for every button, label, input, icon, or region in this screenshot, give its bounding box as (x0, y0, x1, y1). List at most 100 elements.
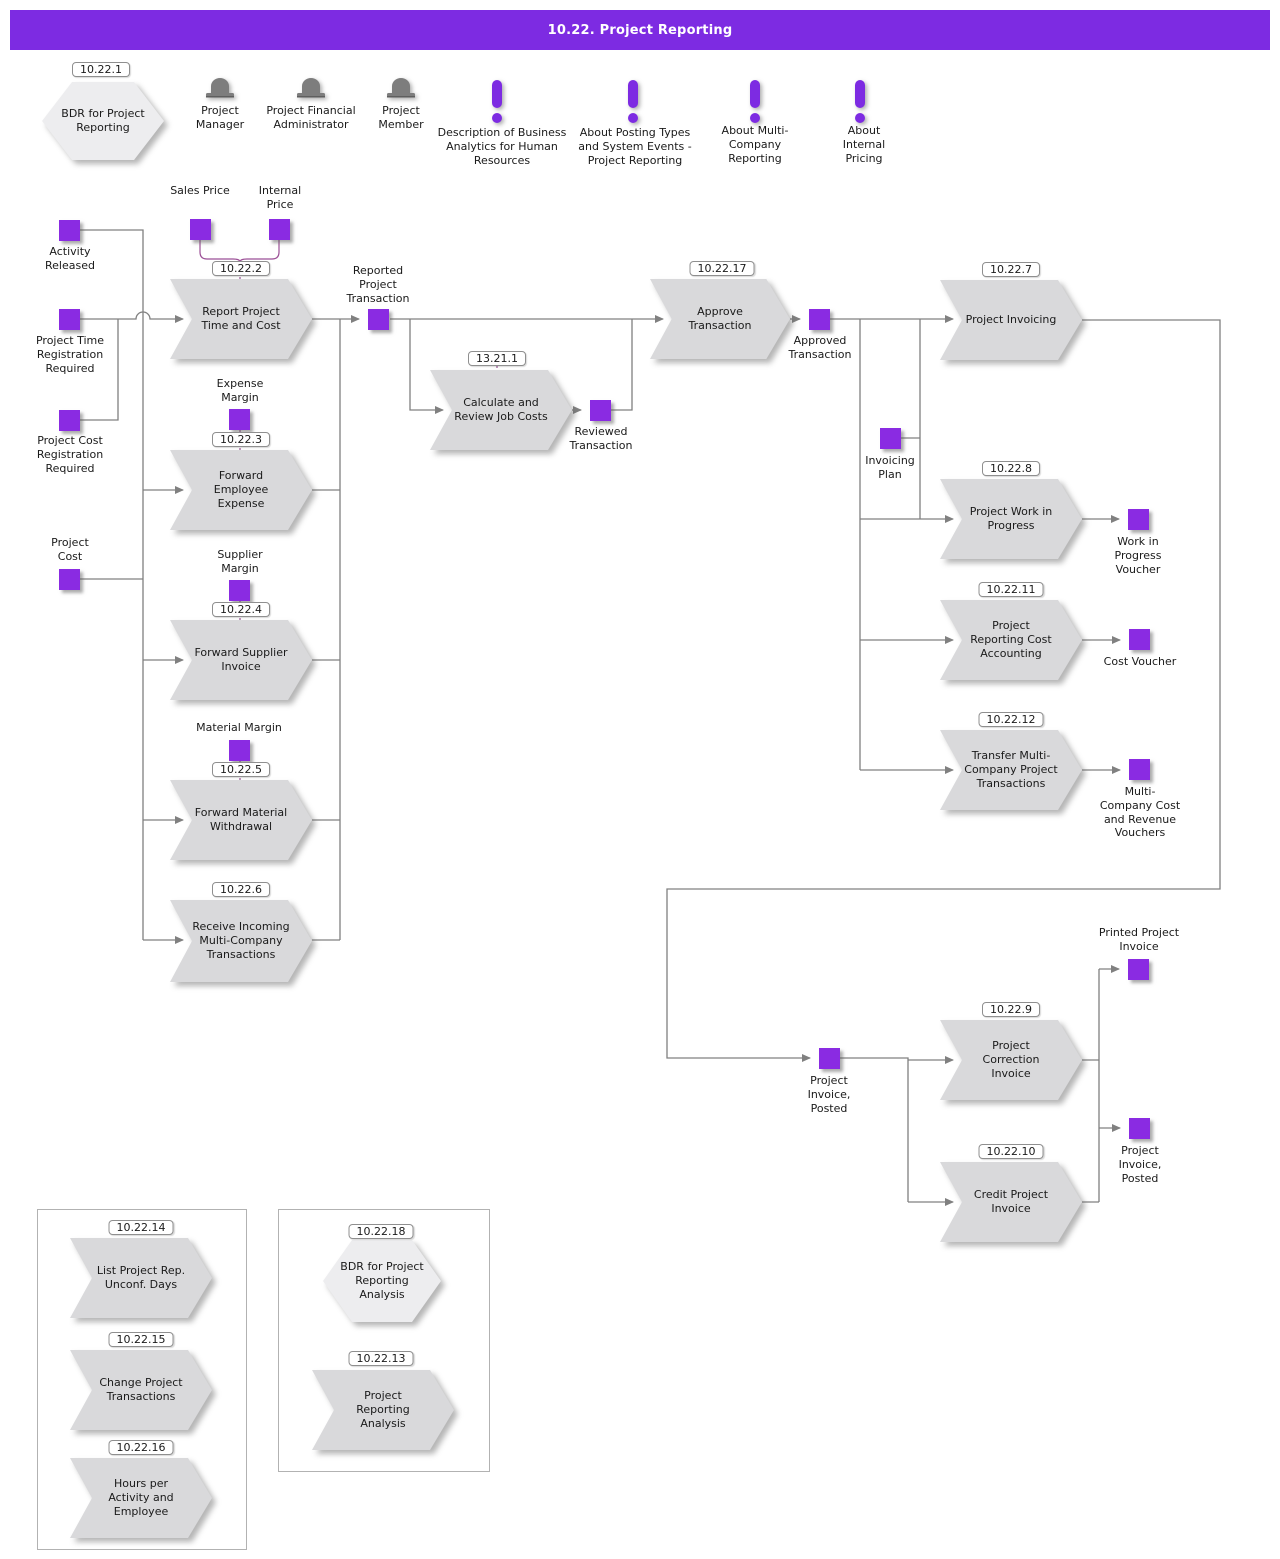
event-label: Printed Project Invoice (1098, 926, 1180, 953)
info-note-label[interactable]: Description of Business Analytics for Hu… (437, 126, 567, 167)
process-approve-transaction[interactable]: Approve Transaction (650, 279, 790, 359)
actor-label: Project Financial Administrator (266, 104, 356, 131)
ref-tag-10-22-17: 10.22.17 (689, 261, 755, 276)
event-expense-margin[interactable] (229, 409, 250, 430)
actor-project-member-icon (384, 77, 418, 101)
info-note-label[interactable]: About Multi-Company Reporting (721, 124, 789, 165)
process-project-correction-invoice[interactable]: Project Correction Invoice (940, 1020, 1082, 1100)
process-project-reporting-cost-accounting[interactable]: Project Reporting Cost Accounting (940, 600, 1082, 680)
event-label: Reviewed Transaction (569, 425, 633, 452)
process-label: Forward Supplier Invoice (194, 645, 288, 673)
ref-tag-10-22-10: 10.22.10 (978, 1144, 1044, 1159)
bdr-for-project-reporting[interactable]: BDR for Project Reporting (42, 82, 164, 160)
event-label: Sales Price (170, 184, 230, 197)
process-project-invoicing[interactable]: Project Invoicing (940, 280, 1082, 360)
event-label: Reported Project Transaction (346, 264, 410, 305)
bdr-for-project-reporting-analysis[interactable]: BDR for Project Reporting Analysis (323, 1240, 441, 1322)
event-project-time-registration-required[interactable] (59, 309, 80, 330)
process-label: Credit Project Invoice (973, 1187, 1049, 1215)
ref-tag-10-22-15: 10.22.15 (108, 1332, 174, 1347)
process-list-project-rep-unconf-days[interactable]: List Project Rep. Unconf. Days (70, 1238, 212, 1318)
event-project-cost[interactable] (59, 569, 80, 590)
ref-tag-10-22-13: 10.22.13 (348, 1351, 414, 1366)
process-label: Forward Material Withdrawal (194, 805, 288, 833)
ref-tag-10-22-3: 10.22.3 (212, 432, 270, 447)
process-hours-per-activity-and-employee[interactable]: Hours per Activity and Employee (70, 1458, 212, 1538)
event-internal-price[interactable] (269, 219, 290, 240)
process-label: Receive Incoming Multi-Company Transacti… (192, 919, 290, 962)
process-label: Hours per Activity and Employee (108, 1476, 174, 1519)
actor-project-manager-icon (203, 77, 237, 101)
info-note-label[interactable]: About Internal Pricing (842, 124, 886, 165)
actor-project-financial-administrator-icon (294, 77, 328, 101)
process-change-project-transactions[interactable]: Change Project Transactions (70, 1350, 212, 1430)
process-project-reporting-analysis[interactable]: Project Reporting Analysis (312, 1370, 454, 1450)
info-note-icon[interactable] (492, 80, 502, 123)
info-note-icon[interactable] (750, 80, 760, 123)
process-forward-employee-expense[interactable]: Forward Employee Expense (170, 450, 312, 530)
event-invoicing-plan[interactable] (880, 428, 901, 449)
event-work-in-progress-voucher[interactable] (1128, 509, 1149, 530)
bdr-label: BDR for Project Reporting Analysis (340, 1259, 424, 1302)
event-reported-project-transaction[interactable] (368, 309, 389, 330)
ref-tag-10-22-18: 10.22.18 (348, 1224, 414, 1239)
event-approved-transaction[interactable] (809, 309, 830, 330)
event-label: Material Margin (196, 721, 282, 734)
actor-label: Project Manager (195, 104, 245, 131)
ref-tag-10-22-12: 10.22.12 (978, 712, 1044, 727)
event-label: Project Invoice, Posted (1118, 1144, 1162, 1185)
event-sales-price[interactable] (190, 219, 211, 240)
ref-tag-10-22-7: 10.22.7 (982, 262, 1040, 277)
ref-tag-10-22-16: 10.22.16 (108, 1440, 174, 1455)
event-project-invoice-posted-1[interactable] (819, 1048, 840, 1069)
ref-tag-10-22-6: 10.22.6 (212, 882, 270, 897)
process-forward-supplier-invoice[interactable]: Forward Supplier Invoice (170, 620, 312, 700)
process-label: List Project Rep. Unconf. Days (96, 1263, 186, 1291)
event-supplier-margin[interactable] (229, 580, 250, 601)
event-label: Project Cost (51, 536, 89, 563)
event-label: Activity Released (45, 245, 95, 272)
info-note-icon[interactable] (855, 80, 865, 123)
event-reviewed-transaction[interactable] (590, 400, 611, 421)
event-multi-company-vouchers[interactable] (1129, 759, 1150, 780)
process-credit-project-invoice[interactable]: Credit Project Invoice (940, 1162, 1082, 1242)
process-calculate-and-review-job-costs[interactable]: Calculate and Review Job Costs (430, 370, 572, 450)
ref-tag-10-22-14: 10.22.14 (108, 1220, 174, 1235)
info-note-icon[interactable] (628, 80, 638, 123)
info-note-label[interactable]: About Posting Types and System Events - … (578, 126, 692, 167)
event-project-cost-registration-required[interactable] (59, 410, 80, 431)
event-label: Internal Price (258, 184, 302, 211)
process-label: Report Project Time and Cost (201, 304, 281, 332)
diagram-title-bar: 10.22. Project Reporting (10, 10, 1270, 50)
process-label: Project Invoicing (965, 312, 1057, 326)
ref-tag-10-22-2: 10.22.2 (212, 261, 270, 276)
process-project-work-in-progress[interactable]: Project Work in Progress (940, 479, 1082, 559)
process-label: Project Work in Progress (969, 504, 1053, 532)
bdr-label: BDR for Project Reporting (61, 106, 145, 134)
process-label: Project Correction Invoice (982, 1038, 1040, 1081)
process-forward-material-withdrawal[interactable]: Forward Material Withdrawal (170, 780, 312, 860)
process-label: Project Reporting Cost Accounting (970, 618, 1052, 661)
process-transfer-multi-company-project-transactions[interactable]: Transfer Multi-Company Project Transacti… (940, 730, 1082, 810)
event-label: Cost Voucher (1103, 655, 1177, 668)
process-label: Project Reporting Analysis (356, 1388, 410, 1431)
process-report-project-time-and-cost[interactable]: Report Project Time and Cost (170, 279, 312, 359)
process-receive-incoming-multi-company-transactions[interactable]: Receive Incoming Multi-Company Transacti… (170, 900, 312, 982)
event-label: Project Invoice, Posted (807, 1074, 851, 1115)
page-title: 10.22. Project Reporting (547, 22, 733, 38)
event-cost-voucher[interactable] (1129, 629, 1150, 650)
actor-label: Project Member (378, 104, 424, 131)
event-project-invoice-posted-2[interactable] (1129, 1118, 1150, 1139)
event-label: Approved Transaction (788, 334, 852, 361)
event-label: Supplier Margin (217, 548, 263, 575)
process-label: Change Project Transactions (99, 1375, 183, 1403)
event-activity-released[interactable] (59, 220, 80, 241)
event-label: Work in Progress Voucher (1114, 535, 1162, 576)
process-label: Forward Employee Expense (213, 468, 269, 511)
event-material-margin[interactable] (229, 740, 250, 761)
event-label: Project Cost Registration Required (36, 434, 104, 475)
ref-tag-10-22-1: 10.22.1 (72, 62, 130, 77)
event-printed-project-invoice[interactable] (1128, 959, 1149, 980)
event-label: Invoicing Plan (865, 454, 915, 481)
